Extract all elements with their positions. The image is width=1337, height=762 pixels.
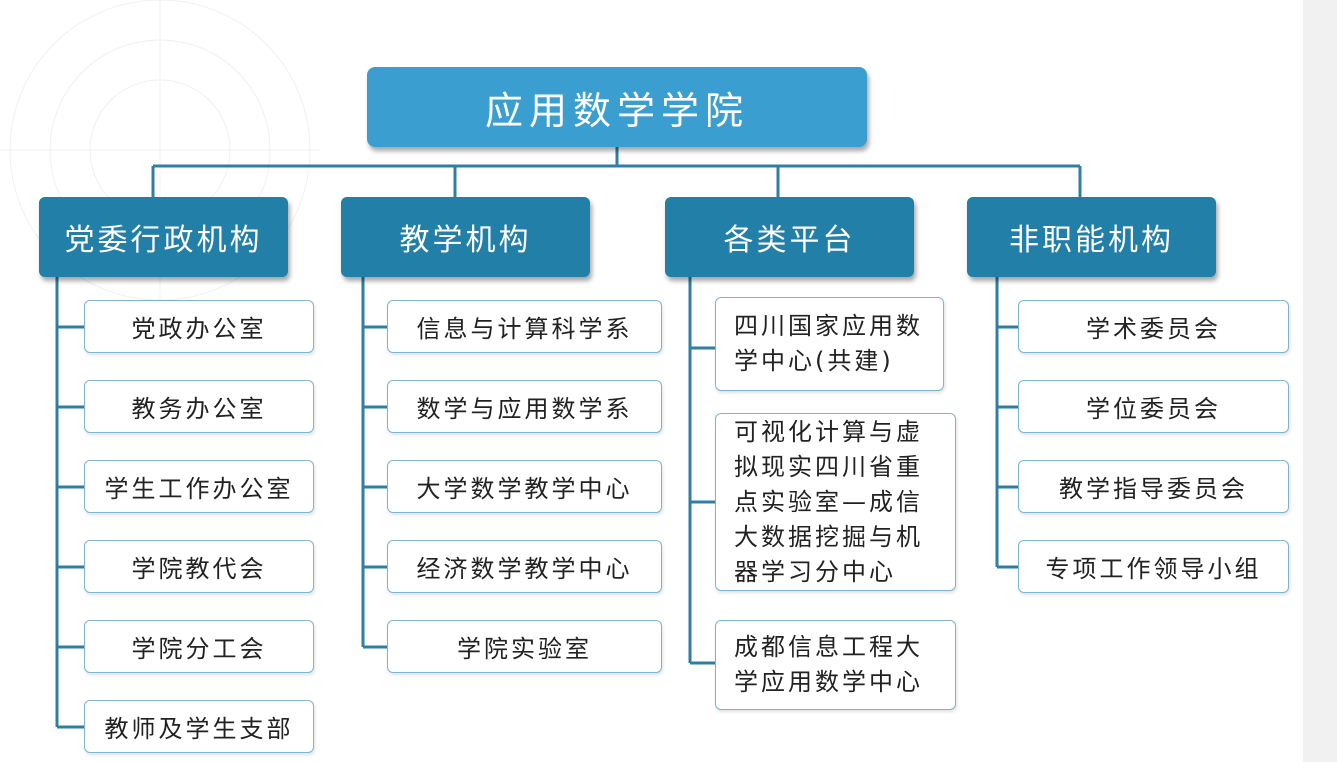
unit-node: 数学与应用数学系 bbox=[387, 380, 662, 433]
unit-node: 教师及学生支部 bbox=[84, 700, 314, 753]
category-platforms: 各类平台 bbox=[665, 197, 914, 277]
unit-node: 大学数学教学中心 bbox=[387, 460, 662, 513]
unit-node-multiline: 四川国家应用数 学中心(共建) bbox=[715, 297, 944, 391]
unit-line: 点实验室—成信 bbox=[734, 487, 923, 516]
unit-node: 经济数学教学中心 bbox=[387, 540, 662, 593]
unit-node: 学院教代会 bbox=[84, 540, 314, 593]
unit-node: 党政办公室 bbox=[84, 300, 314, 353]
root-node: 应用数学学院 bbox=[367, 67, 867, 147]
unit-node-multiline: 成都信息工程大 学应用数学中心 bbox=[715, 620, 956, 710]
category-teaching: 教学机构 bbox=[341, 197, 590, 277]
unit-node-multiline: 可视化计算与虚 拟现实四川省重 点实验室—成信 大数据挖掘与机 器学习分中心 bbox=[715, 413, 956, 591]
unit-node: 信息与计算科学系 bbox=[387, 300, 662, 353]
unit-line: 拟现实四川省重 bbox=[734, 452, 923, 481]
unit-line: 学应用数学中心 bbox=[734, 668, 923, 696]
unit-node: 学位委员会 bbox=[1018, 380, 1289, 433]
unit-line: 成都信息工程大 bbox=[734, 633, 923, 661]
unit-line: 四川国家应用数 bbox=[734, 312, 923, 340]
unit-node: 教学指导委员会 bbox=[1018, 460, 1289, 513]
window-edge-bar bbox=[1303, 0, 1337, 762]
unit-line: 可视化计算与虚 bbox=[734, 417, 923, 446]
unit-node: 专项工作领导小组 bbox=[1018, 540, 1289, 593]
unit-node: 学术委员会 bbox=[1018, 300, 1289, 353]
unit-node: 学生工作办公室 bbox=[84, 460, 314, 513]
unit-line: 器学习分中心 bbox=[734, 557, 896, 586]
unit-node: 学院实验室 bbox=[387, 620, 662, 673]
unit-node: 学院分工会 bbox=[84, 620, 314, 673]
category-non-functional: 非职能机构 bbox=[967, 197, 1216, 277]
unit-line: 大数据挖掘与机 bbox=[734, 522, 923, 551]
unit-line: 学中心(共建) bbox=[734, 347, 894, 375]
category-party-admin: 党委行政机构 bbox=[39, 197, 288, 277]
unit-node: 教务办公室 bbox=[84, 380, 314, 433]
